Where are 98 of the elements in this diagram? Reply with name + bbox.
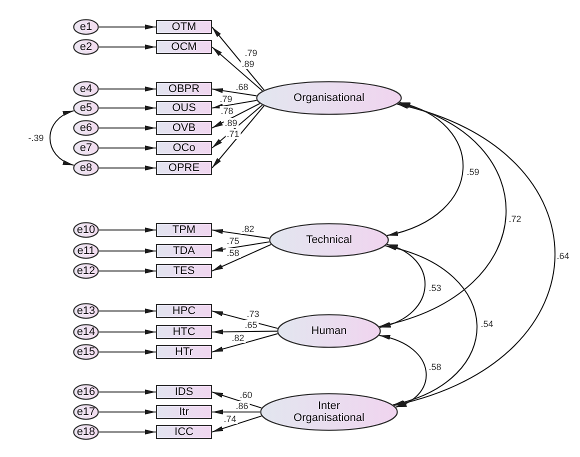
edge-label: .53: [428, 283, 442, 293]
error-term-circle: e4: [73, 81, 99, 97]
error-term-circle: e5: [73, 100, 99, 116]
error-term-circle: e2: [73, 39, 99, 55]
arrow: [212, 310, 278, 329]
curved-double-arrow: [380, 244, 426, 328]
arrow: [99, 44, 156, 50]
edge-label: .59: [466, 167, 480, 177]
arrow: [99, 106, 156, 110]
curved-double-arrow: [49, 110, 74, 166]
edge-label: .75: [226, 236, 240, 246]
arrow: [99, 410, 156, 414]
curved-double-arrow: [379, 334, 427, 408]
observed-variable-box: OPRE: [156, 161, 212, 175]
curved-double-arrow: [394, 104, 556, 406]
observed-variable-box: Itr: [156, 405, 212, 419]
observed-variable-box: OVB: [156, 121, 212, 135]
error-term-circle: e18: [73, 424, 99, 440]
error-term-circle: e7: [73, 140, 99, 156]
arrow: [212, 26, 265, 91]
arrow: [212, 329, 277, 334]
observed-variable-box: IDS: [156, 385, 212, 399]
error-term-circle: e13: [73, 303, 99, 319]
error-term-circle: e10: [73, 222, 99, 238]
arrow: [212, 105, 265, 168]
error-term-circle: e17: [73, 404, 99, 420]
observed-variable-box: OCo: [156, 141, 212, 155]
arrow: [212, 46, 263, 92]
arrow: [212, 415, 262, 433]
edge-label: .78: [220, 106, 234, 116]
arrow: [99, 330, 156, 334]
latent-variable-ellipse: Inter Organisational: [260, 393, 398, 431]
latent-variable-ellipse: Human: [277, 314, 381, 348]
observed-variable-box: OTM: [156, 20, 212, 34]
arrow: [99, 86, 156, 92]
observed-variable-box: TES: [156, 264, 212, 278]
arrow: [99, 146, 156, 150]
edge-label: .64: [556, 251, 570, 261]
observed-variable-box: ICC: [156, 425, 212, 439]
edge-label: .82: [230, 333, 246, 343]
edge-label: .79: [244, 48, 258, 58]
arrow: [99, 126, 156, 130]
arrow: [212, 333, 278, 353]
observed-variable-box: TDA: [156, 244, 212, 258]
latent-variable-ellipse: Organisational: [256, 81, 402, 115]
observed-variable-box: HPC: [156, 304, 212, 318]
observed-variable-box: TPM: [156, 223, 212, 237]
curved-double-arrow: [385, 245, 478, 406]
edge-label: .58: [428, 362, 442, 372]
edge-label: -.39: [27, 133, 45, 143]
arrow: [99, 24, 156, 30]
edge-label: .74: [222, 414, 238, 424]
arrow: [99, 268, 156, 274]
arrow: [212, 244, 272, 272]
arrow: [212, 391, 262, 409]
arrow: [212, 88, 257, 96]
arrow: [212, 229, 270, 239]
arrow: [212, 103, 260, 128]
arrow: [99, 248, 156, 254]
error-term-circle: e6: [73, 120, 99, 136]
arrow: [99, 308, 156, 314]
arrow: [212, 241, 270, 252]
edge-label: .89: [224, 118, 238, 128]
arrow: [212, 104, 263, 148]
error-term-circle: e1: [73, 19, 99, 35]
edge-label: .89: [240, 59, 256, 69]
edge-label: .65: [244, 320, 258, 330]
latent-variable-ellipse: Technical: [269, 223, 389, 257]
edge-label: .82: [240, 224, 256, 234]
edge-label: .71: [226, 129, 240, 139]
arrow: [99, 166, 156, 170]
edge-label: .58: [226, 248, 240, 258]
edge-label: .68: [234, 82, 250, 92]
arrow: [99, 390, 156, 394]
error-term-circle: e16: [73, 384, 99, 400]
observed-variable-box: OCM: [156, 40, 212, 54]
error-term-circle: e15: [73, 344, 99, 360]
error-term-circle: e11: [73, 243, 99, 259]
edge-label: .73: [246, 309, 260, 319]
arrow: [99, 350, 156, 354]
error-term-circle: e8: [73, 160, 99, 176]
arrow: [99, 430, 156, 434]
observed-variable-box: OBPR: [156, 82, 212, 96]
edge-label: .54: [480, 319, 494, 329]
observed-variable-box: OUS: [156, 101, 212, 115]
edge-label: .79: [218, 94, 234, 104]
edge-label: .60: [238, 390, 254, 400]
arrow: [212, 100, 257, 109]
error-term-circle: e14: [73, 324, 99, 340]
curved-double-arrow: [386, 102, 464, 236]
arrow: [212, 410, 260, 414]
arrow: [99, 228, 156, 232]
observed-variable-box: HTr: [156, 345, 212, 359]
edge-label: .72: [508, 214, 522, 224]
curved-double-arrow: [379, 102, 506, 328]
edge-label: .86: [234, 401, 250, 411]
error-term-circle: e12: [73, 263, 99, 279]
observed-variable-box: HTC: [156, 325, 212, 339]
